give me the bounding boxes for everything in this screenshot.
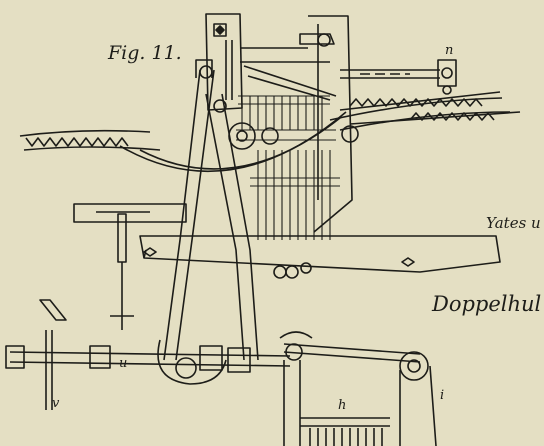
drive-levers <box>163 59 259 361</box>
figure-label: Fig. 11. <box>108 42 182 64</box>
reed-heddles <box>236 95 342 240</box>
side-caption-doppelhub: Doppelhul <box>432 292 542 316</box>
small-loom-detail <box>279 331 437 446</box>
part-letter-v: v <box>52 396 60 411</box>
top-crank-assembly <box>299 33 457 95</box>
cog-wheel <box>228 122 359 150</box>
side-caption-yates: Yates u <box>486 214 541 232</box>
top-bar <box>240 47 330 63</box>
part-letter-n: n <box>445 43 454 58</box>
right-upright-frame <box>308 15 353 233</box>
left-crossbar <box>73 203 187 223</box>
bottom-crankshaft <box>5 339 291 385</box>
sector-arcs <box>119 97 511 173</box>
rollers <box>273 262 312 279</box>
lay-board <box>139 235 501 273</box>
part-letter-h: h <box>338 398 347 413</box>
part-letter-i: i <box>440 388 445 403</box>
part-letter-u: u <box>119 356 128 371</box>
left-toothed-rack <box>19 129 161 151</box>
